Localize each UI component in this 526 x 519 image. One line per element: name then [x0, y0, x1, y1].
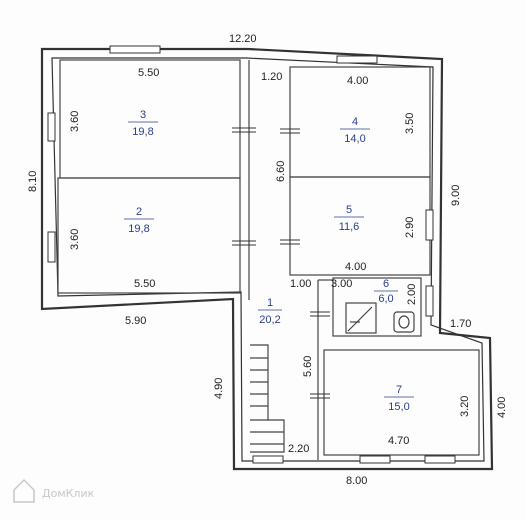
dim-bath-side: 2.00: [406, 284, 418, 305]
door-marks: [232, 127, 330, 399]
room-7-outline: [323, 349, 480, 456]
stairs: [250, 344, 285, 453]
room-6-area: 6,0: [378, 293, 393, 305]
dim-room7-width: 4.70: [388, 435, 409, 447]
dim-room5-side: 2.90: [404, 217, 416, 238]
window-right-room5: [425, 209, 434, 241]
room-1-number: 1: [267, 297, 273, 309]
dim-room4-top: 4.00: [347, 75, 368, 87]
window-bottom-room7-b: [424, 455, 456, 464]
room-2-number: 2: [136, 206, 142, 218]
room-4-number: 4: [352, 116, 358, 128]
dim-left-total: 8.10: [27, 171, 39, 192]
window-bottom-hall: [252, 455, 284, 464]
dim-room5-bottom: 4.00: [345, 261, 366, 273]
house-logo-icon: [13, 478, 35, 503]
room-1-area: 20,2: [259, 314, 280, 326]
watermark-text: ДомКлик: [42, 487, 95, 500]
dim-stairs-width: 2.20: [288, 443, 309, 455]
room-6-outline: [332, 277, 422, 337]
window-bottom-room7-a: [359, 455, 391, 464]
room-5-number: 5: [346, 204, 352, 216]
dim-room3-top: 5.50: [138, 67, 159, 79]
room-6-number: 6: [383, 278, 389, 290]
window-top-right: [336, 55, 378, 64]
room-7-number: 7: [396, 384, 402, 396]
dim-room7-side: 3.20: [459, 396, 471, 417]
dim-mid-left: 5.90: [125, 315, 146, 327]
room-labels: 1 20,2 2 19,8 3 19,8 4 14,0 5 11,6 6 6,0…: [124, 109, 414, 413]
room-4-area: 14,0: [344, 133, 365, 145]
room-5-area: 11,6: [339, 221, 360, 233]
dim-room3-side: 3.60: [69, 111, 81, 132]
watermark: ДомКлик: [13, 478, 95, 503]
toilet: [393, 311, 415, 333]
window-left-room3: [47, 112, 56, 142]
room-2-area: 19,8: [128, 223, 149, 235]
dim-lower-left: 4.90: [213, 378, 225, 399]
dim-bottom-total: 8.00: [346, 475, 367, 487]
dim-room2-bottom: 5.50: [134, 278, 155, 290]
dim-right-upper: 9.00: [450, 185, 462, 206]
dim-right-lower: 4.00: [496, 397, 508, 418]
dim-corridor-len: 6.60: [275, 161, 287, 182]
outer-wall: [40, 47, 494, 471]
dim-room4-side: 3.50: [404, 113, 416, 134]
dim-top-total: 12.20: [229, 33, 257, 45]
window-left-room2: [47, 231, 56, 263]
room-2-outline: [57, 177, 241, 294]
room-7-area: 15,0: [388, 401, 409, 413]
dimension-labels: 12.20 5.50 3.60 8.10 3.60 5.50 1.20 6.60…: [27, 33, 508, 487]
dim-corridor-top: 1.20: [261, 71, 282, 83]
window-right-room6: [425, 285, 434, 317]
dim-bath-width: 3.00: [331, 278, 352, 290]
dim-room2-side: 3.60: [69, 229, 81, 250]
room-3-number: 3: [140, 109, 146, 121]
room-3-area: 19,8: [132, 126, 153, 138]
dim-hall-width: 1.00: [290, 278, 311, 290]
dim-annex-step: 1.70: [450, 318, 471, 330]
dim-hall-len: 5.60: [302, 356, 314, 377]
shower-tray: [345, 302, 377, 334]
window-top-left: [109, 45, 161, 54]
